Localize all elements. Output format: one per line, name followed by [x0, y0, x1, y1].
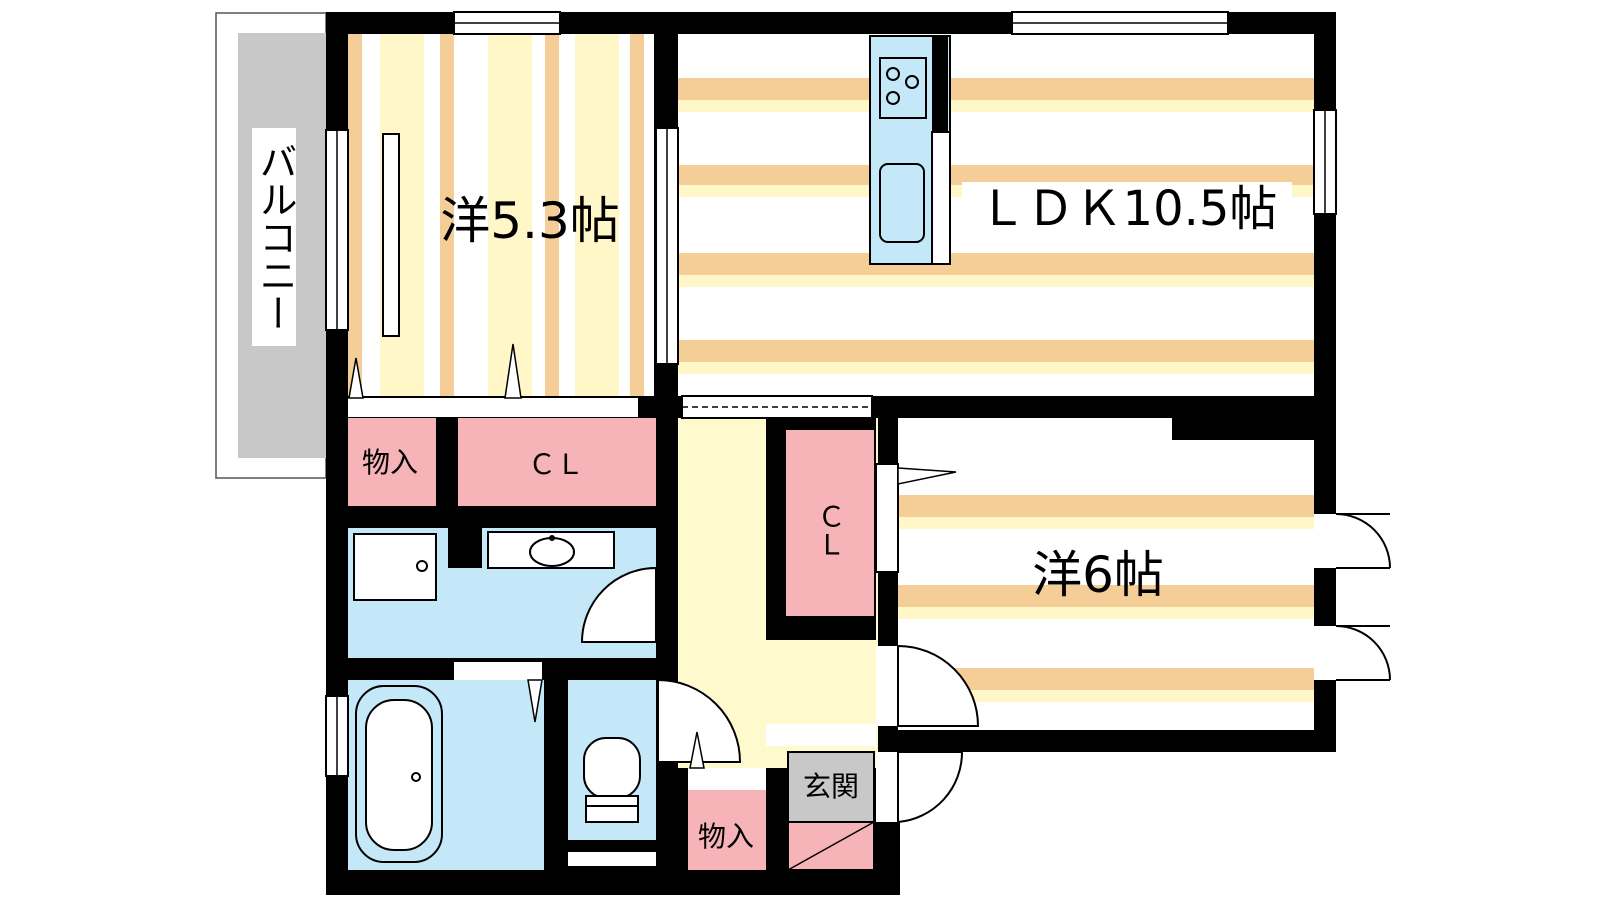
room-western-1-label: 洋5.3帖: [440, 192, 620, 250]
doors: [876, 513, 1391, 824]
storage-2-label: 物入: [698, 820, 754, 853]
entrance: 玄関: [787, 751, 875, 871]
entrance-label: 玄関: [803, 770, 859, 803]
closet-1: ＣＬ: [458, 418, 656, 506]
storage-1: 物入: [348, 418, 436, 506]
closet-2-label: ＣＬ: [814, 502, 847, 558]
closet-1-label: ＣＬ: [528, 448, 584, 481]
toilet-room: [568, 680, 656, 866]
storage-1-label: 物入: [362, 446, 418, 479]
room-western-2-label: 洋6帖: [1032, 546, 1164, 604]
room-ldk-label: ＬＤＫ10.5帖: [979, 181, 1278, 237]
windows: [325, 11, 1337, 777]
balcony: バルコニー: [215, 12, 328, 479]
room-western-2: 洋6帖: [898, 418, 1314, 730]
bathroom: [348, 662, 544, 870]
washroom: [348, 528, 657, 658]
closet-2: ＣＬ: [786, 430, 874, 616]
room-western-1: 洋5.3帖: [348, 34, 654, 417]
balcony-label: バルコニー: [253, 142, 297, 332]
storage-2: 物入: [688, 731, 766, 870]
room-ldk: ＬＤＫ10.5帖: [678, 34, 1314, 396]
